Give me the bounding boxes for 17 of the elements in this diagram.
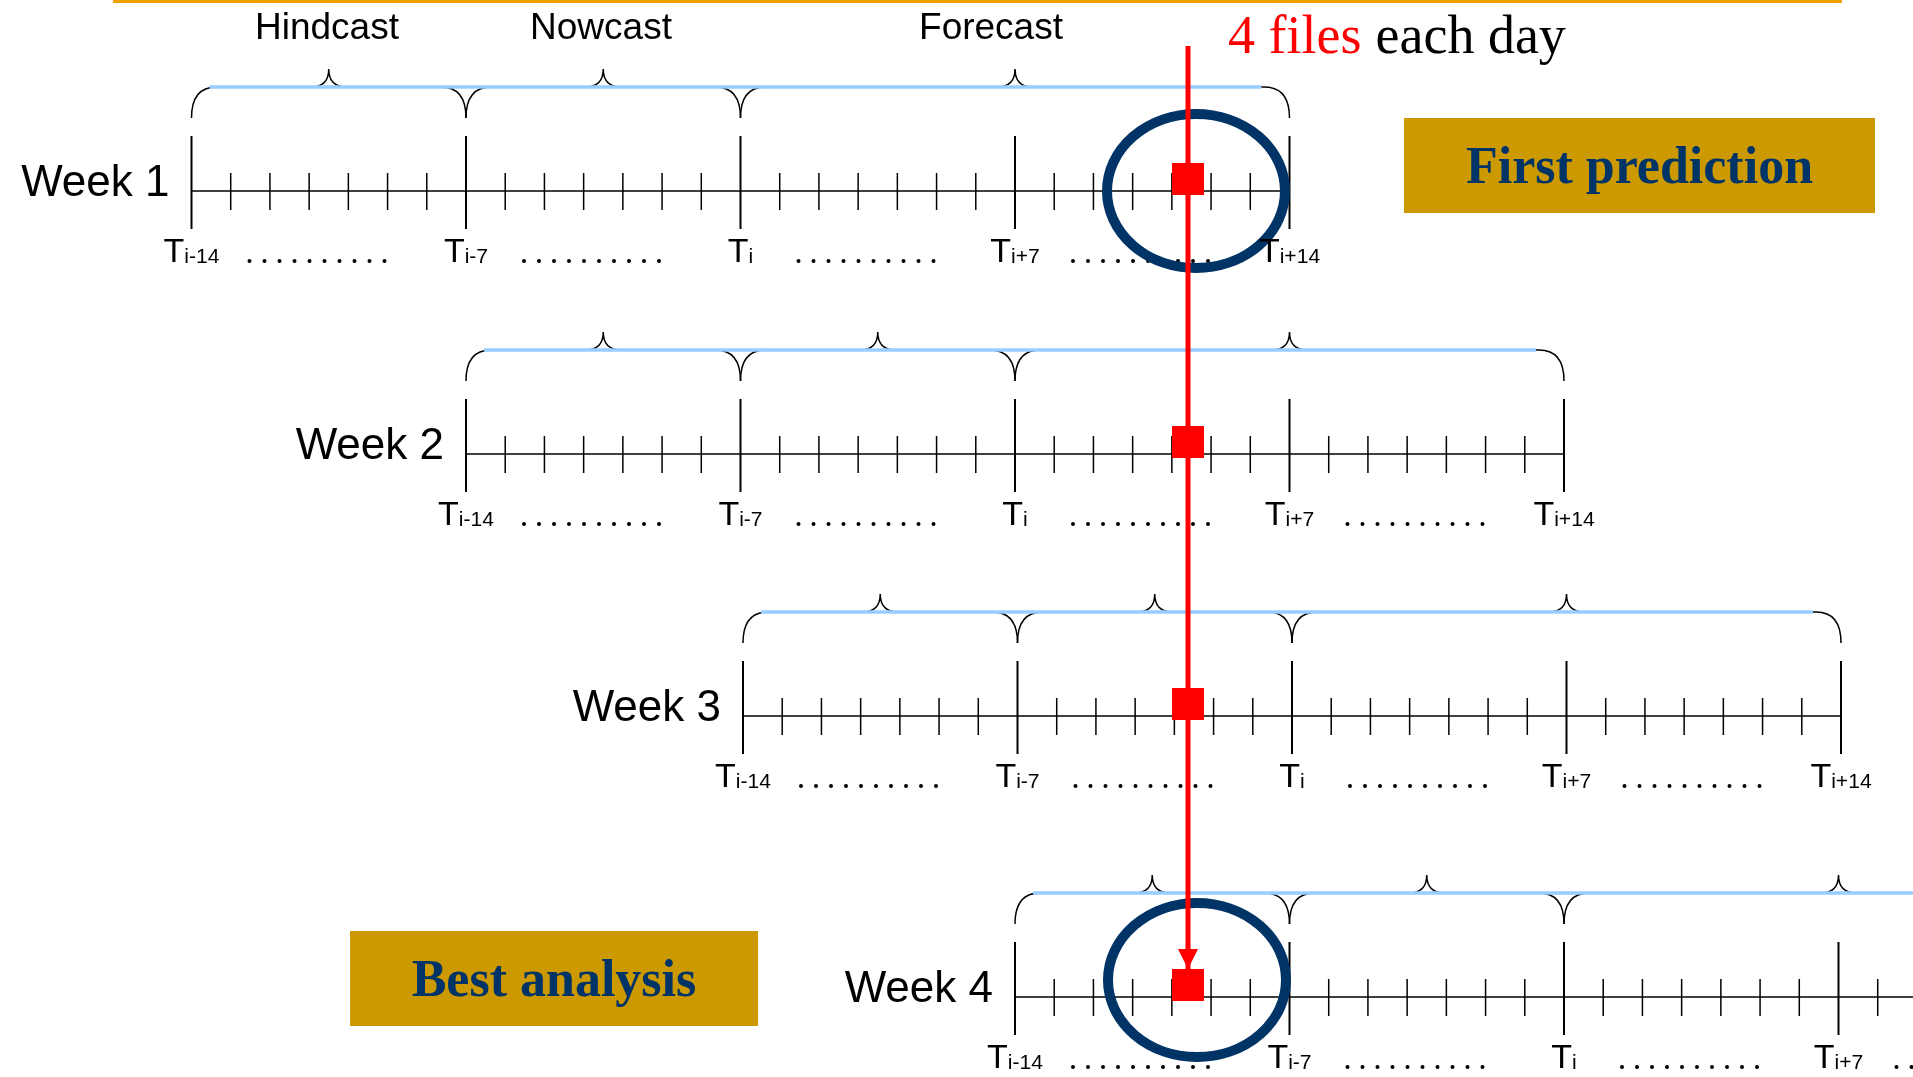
data-square bbox=[1172, 426, 1204, 458]
phase-label: Hindcast bbox=[255, 8, 399, 45]
phase-label: Forecast bbox=[919, 8, 1063, 45]
week-label: Week 3 bbox=[572, 684, 721, 728]
box-title: First prediction bbox=[1465, 136, 1814, 195]
data-square bbox=[1172, 969, 1204, 1001]
data-square bbox=[1172, 688, 1204, 720]
highlight-box bbox=[1404, 118, 1875, 213]
box-title: Best analysis bbox=[411, 949, 697, 1008]
data-square bbox=[1172, 163, 1204, 195]
week-label: Week 1 bbox=[21, 159, 170, 203]
highlight-box bbox=[350, 931, 758, 1026]
phase-label: Nowcast bbox=[530, 8, 672, 45]
arrow bbox=[1178, 46, 1198, 969]
week-label: Week 4 bbox=[844, 965, 993, 1009]
header-text: 4 files bbox=[1228, 8, 1362, 62]
week-label: Week 2 bbox=[295, 422, 444, 466]
